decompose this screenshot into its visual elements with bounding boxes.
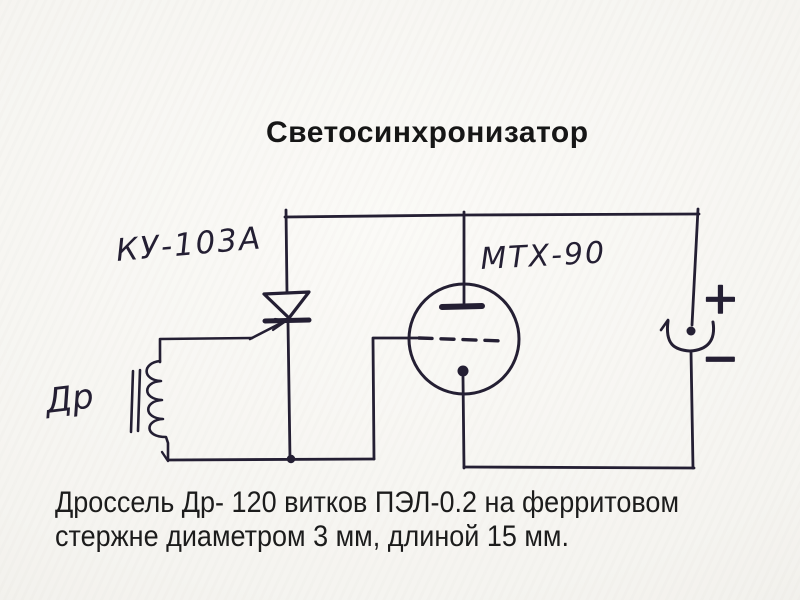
tube-symbol: [407, 210, 521, 470]
note-line-1: Дроссель Др- 120 витков ПЭЛ-0.2 на ферри…: [55, 486, 680, 519]
bottom-right-wire: [462, 465, 696, 470]
bottom-left-wire: [160, 336, 419, 464]
schematic-title: Светосинхронизатор: [266, 116, 589, 149]
tube-cathode-dot: [457, 365, 469, 377]
thyristor-triangle: [262, 290, 311, 320]
choke-label: Др: [41, 376, 96, 422]
thyristor-gate-lead: [248, 319, 287, 341]
thyristor-label: КУ-103А: [115, 220, 264, 269]
tube-cathode-lead: [461, 375, 466, 470]
junction-dot: [286, 454, 296, 464]
starter-riser: [371, 336, 419, 461]
thyristor-cathode-lead: [286, 320, 292, 461]
note-text: Дроссель Др- 120 витков ПЭЛ-0.2 на ферри…: [55, 486, 679, 554]
thyristor-gate-arrowhead: [271, 317, 288, 332]
tube-label: МТХ-90: [480, 235, 607, 277]
battery-plus-label: +: [702, 273, 739, 324]
battery-symbol: [659, 207, 716, 470]
choke-symbol: [129, 336, 254, 461]
ferrite-core-lines: [129, 368, 142, 434]
thyristor-cathode-bar: [262, 317, 312, 324]
battery-bottom-lead: [689, 349, 695, 470]
thyristor-symbol: [248, 208, 312, 461]
top-wire: [283, 212, 701, 219]
tube-anode-bar: [439, 303, 485, 310]
battery-center-contact-dot: [686, 326, 696, 336]
battery-minus-label: −: [702, 333, 739, 384]
choke-coil: [145, 359, 170, 461]
battery-cup-left-hook: [659, 318, 670, 332]
note-line-2: стержне диаметром 3 мм, длиной 15 мм.: [55, 520, 569, 553]
wire: [166, 457, 376, 462]
choke-top-wire: [158, 336, 254, 364]
tube-starter-dashed-electrode: [417, 336, 505, 343]
thyristor-anode-lead: [284, 208, 289, 295]
battery-top-lead: [690, 207, 700, 327]
